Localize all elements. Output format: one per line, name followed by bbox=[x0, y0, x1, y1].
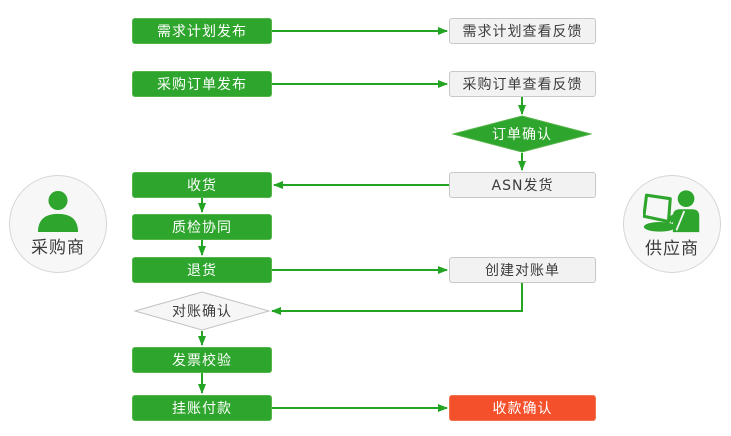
supplier-laptop-person-icon bbox=[643, 190, 700, 233]
actor-supplier: 供应商 bbox=[623, 175, 721, 273]
diamond-shape-green bbox=[452, 115, 592, 153]
decision-statement-confirm: 对账确认 bbox=[134, 291, 270, 331]
node-demand-plan-feedback: 需求计划查看反馈 bbox=[449, 18, 596, 44]
node-purchase-order-publish: 采购订单发布 bbox=[132, 71, 272, 97]
decision-order-confirm: 订单确认 bbox=[452, 115, 592, 153]
node-payment-confirm: 收款确认 bbox=[449, 395, 596, 421]
actor-buyer-label: 采购商 bbox=[31, 238, 85, 258]
node-returns: 退货 bbox=[132, 257, 272, 283]
actor-supplier-label: 供应商 bbox=[645, 239, 699, 259]
node-receiving: 收货 bbox=[132, 172, 272, 198]
node-booked-payment: 挂账付款 bbox=[132, 395, 272, 421]
diamond-shape-gray bbox=[134, 291, 270, 331]
node-demand-plan-publish: 需求计划发布 bbox=[132, 18, 272, 44]
node-asn-shipping: ASN发货 bbox=[449, 172, 596, 198]
node-invoice-verification: 发票校验 bbox=[132, 347, 272, 373]
decision-statement-confirm-label: 对账确认 bbox=[172, 304, 232, 320]
node-create-statement: 创建对账单 bbox=[449, 257, 596, 283]
node-quality-inspection: 质检协同 bbox=[132, 214, 272, 240]
actor-buyer: 采购商 bbox=[9, 175, 107, 273]
decision-order-confirm-label: 订单确认 bbox=[492, 127, 552, 143]
node-purchase-order-feedback: 采购订单查看反馈 bbox=[449, 71, 596, 97]
buyer-person-icon bbox=[37, 190, 79, 232]
